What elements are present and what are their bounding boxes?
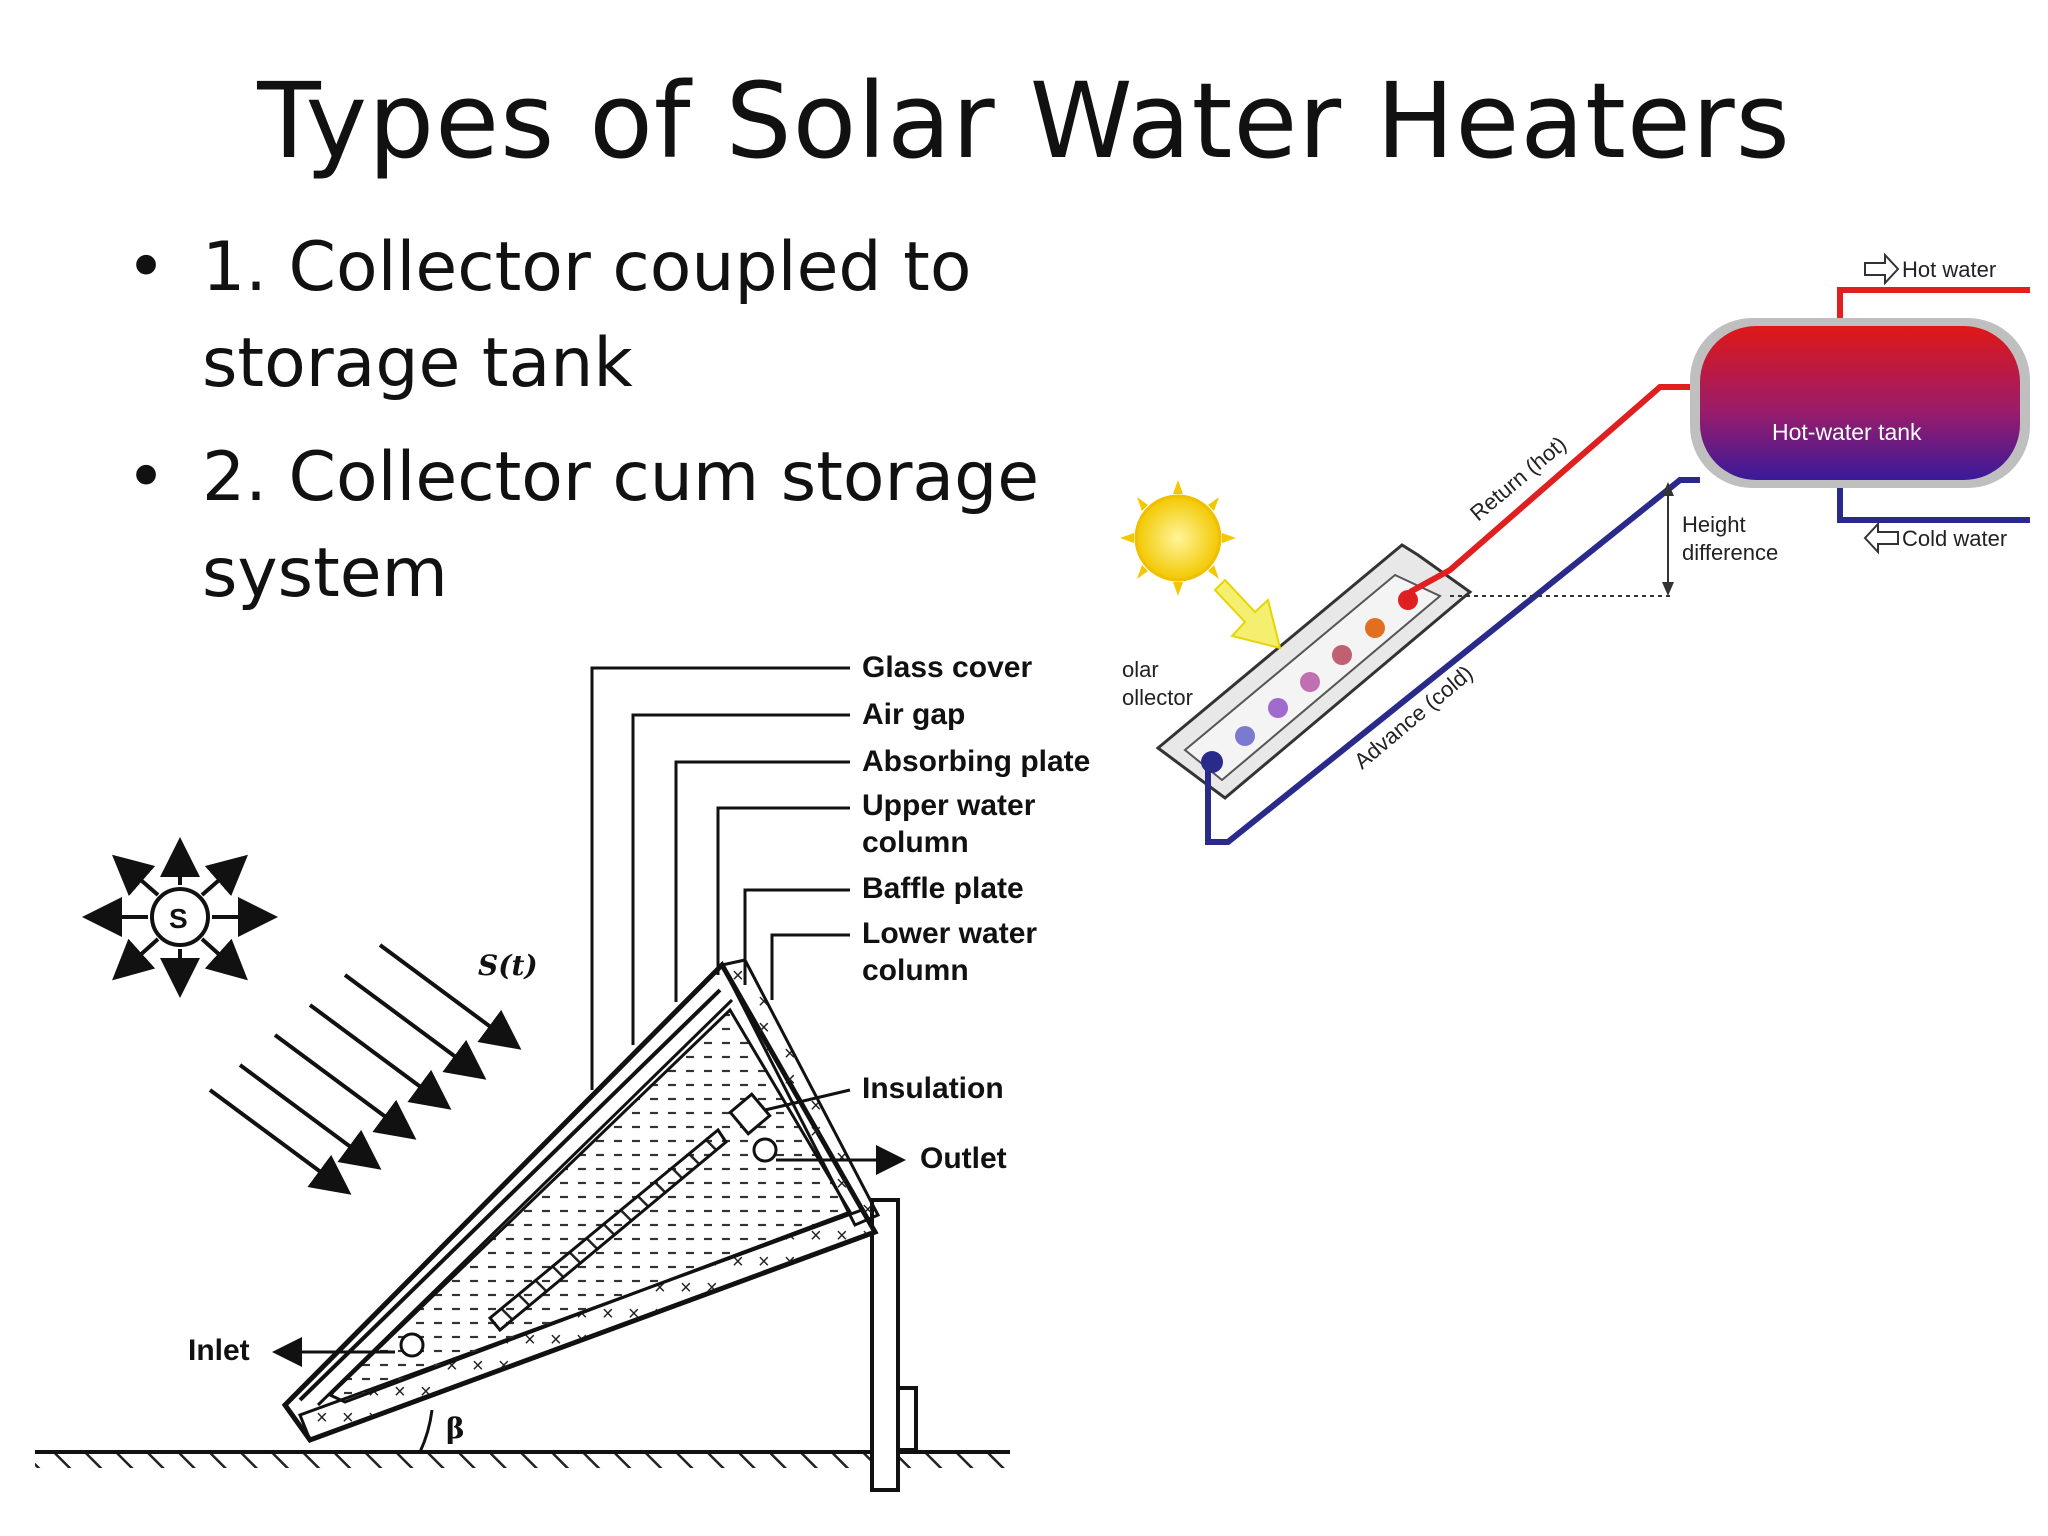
label-upper-water-2: column <box>862 826 969 859</box>
label-collector-2: ollector <box>1122 685 1193 710</box>
label-absorbing-plate: Absorbing plate <box>862 745 1090 778</box>
bullet-item: • 2. Collector cum storage system <box>120 430 1120 622</box>
sun-symbol <box>82 837 278 998</box>
label-outlet: Outlet <box>920 1142 1007 1175</box>
label-lower-water-1: Lower water <box>862 917 1037 950</box>
sunlight-arrow <box>1213 578 1282 650</box>
radiation-label: S(t) <box>478 949 538 982</box>
sun-label: S <box>169 903 188 934</box>
radiation-arrows <box>208 943 522 1195</box>
angle-label: β <box>446 1412 465 1445</box>
bullet-text: 2. Collector cum storage system <box>202 438 1040 613</box>
collector-body <box>281 958 881 1453</box>
hot-water-arrow-icon <box>1864 252 1900 286</box>
bullet-marker: • <box>126 228 167 307</box>
label-lower-water-2: column <box>862 954 969 987</box>
leader-lines <box>590 666 851 1112</box>
label-air-gap: Air gap <box>862 698 965 731</box>
bullet-marker: • <box>126 438 167 517</box>
label-hot-water: Hot water <box>1902 257 1996 282</box>
label-tank: Hot-water tank <box>1772 419 1922 445</box>
label-collector-1: olar <box>1122 657 1159 682</box>
bullet-list: • 1. Collector coupled to storage tank •… <box>120 220 1120 640</box>
bullet-item: • 1. Collector coupled to storage tank <box>120 220 1120 412</box>
cold-water-arrow-icon <box>1863 521 1899 555</box>
thermosiphon-diagram <box>1120 252 2030 845</box>
label-upper-water-1: Upper water <box>862 789 1036 822</box>
sun-icon <box>1120 480 1236 596</box>
slide-title: Types of Solar Water Heaters <box>257 60 1791 182</box>
label-cold-water: Cold water <box>1902 526 2007 551</box>
label-baffle-plate: Baffle plate <box>862 872 1024 905</box>
label-insulation: Insulation <box>862 1072 1004 1105</box>
support-post <box>870 1198 918 1492</box>
ground <box>35 1450 1010 1468</box>
label-glass-cover: Glass cover <box>862 651 1032 684</box>
label-height-2: difference <box>1682 540 1778 565</box>
bullet-text: 1. Collector coupled to storage tank <box>202 228 972 403</box>
label-inlet: Inlet <box>188 1334 250 1367</box>
label-height-1: Height <box>1682 512 1746 537</box>
